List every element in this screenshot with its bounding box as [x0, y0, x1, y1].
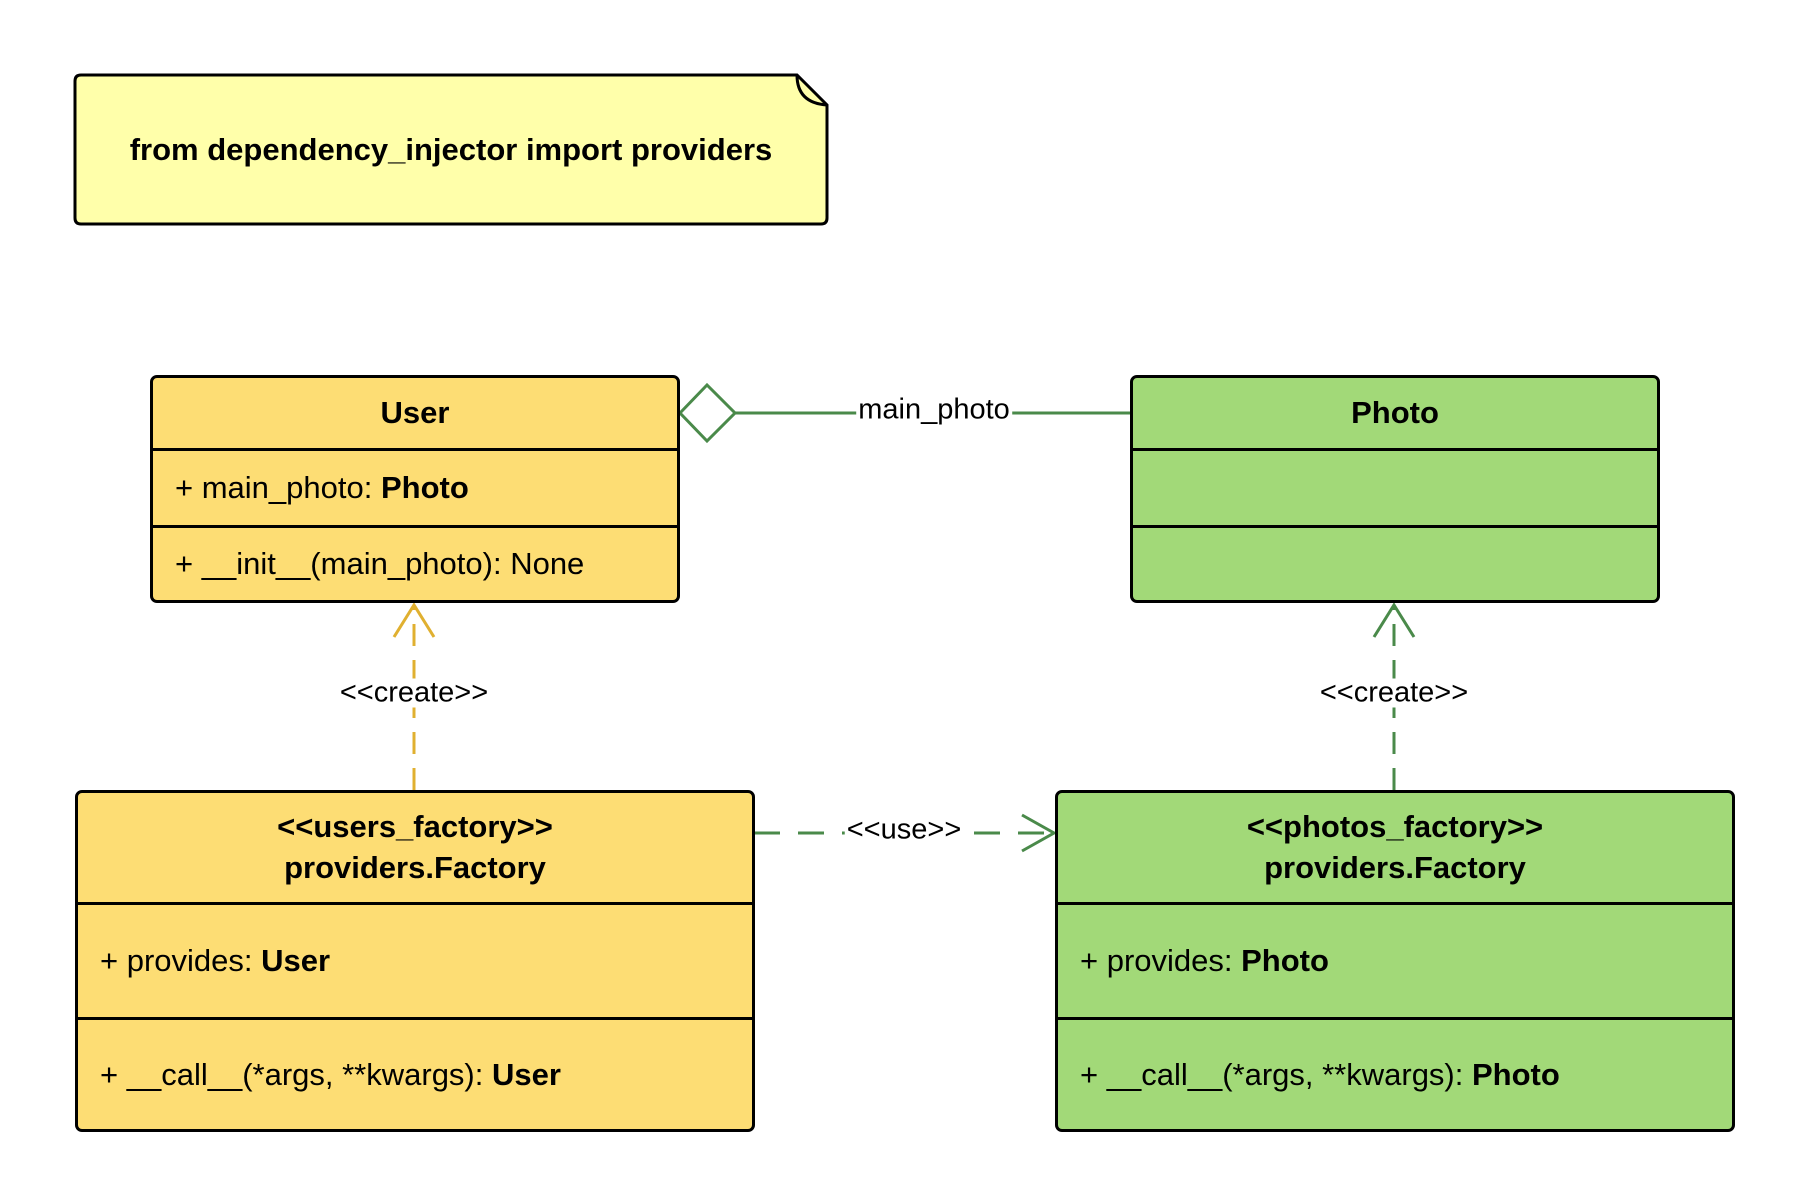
photos-factory-methods: + __call__(*args, **kwargs): Photo [1058, 1020, 1732, 1129]
users-factory-methods: + __call__(*args, **kwargs): User [78, 1020, 752, 1129]
photo-methods [1133, 528, 1657, 600]
user-class-header: User [153, 378, 677, 451]
users-factory-attribute-type: User [261, 943, 331, 978]
aggregation-diamond [677, 382, 738, 444]
photos-factory-title: providers.Factory [1264, 849, 1526, 885]
photos-factory-attributes: + provides: Photo [1058, 905, 1732, 1020]
aggregation-label: main_photo [856, 393, 1012, 426]
photos-factory-header: <<photos_factory>> providers.Factory [1058, 793, 1732, 905]
users-factory-method-type: User [491, 1056, 561, 1092]
users-factory-class: <<users_factory>> providers.Factory + pr… [75, 790, 755, 1132]
user-class-title: User [380, 394, 450, 430]
photo-create-arrowhead [1372, 602, 1416, 638]
users-factory-stereotype: <<users_factory>> [277, 809, 553, 845]
user-attribute-name: + main_photo: [175, 470, 381, 505]
user-attributes: + main_photo: Photo [153, 451, 677, 528]
users-factory-attributes: + provides: User [78, 905, 752, 1020]
photo-attributes [1133, 451, 1657, 528]
photos-factory-attribute-name: + provides: [1080, 943, 1242, 978]
photos-factory-class: <<photos_factory>> providers.Factory + p… [1055, 790, 1735, 1132]
note-shape [73, 73, 829, 226]
photo-class: Photo [1130, 375, 1660, 603]
users-factory-attribute-name: + provides: [100, 943, 262, 978]
photos-factory-method-call: + __call__(*args, **kwargs): [1080, 1056, 1472, 1092]
user-methods: + __init__(main_photo): None [153, 528, 677, 600]
users-factory-title: providers.Factory [284, 849, 546, 885]
photo-class-header: Photo [1133, 378, 1657, 451]
user-attribute-type: Photo [380, 470, 469, 505]
photos-factory-attribute-type: Photo [1241, 943, 1329, 978]
user-class: User + main_photo: Photo + __init__(main… [150, 375, 680, 603]
users-factory-method-call: + __call__(*args, **kwargs): [100, 1056, 492, 1092]
photo-create-label: <<create>> [1317, 676, 1471, 709]
photos-factory-method-type: Photo [1471, 1056, 1560, 1092]
use-label: <<use>> [844, 813, 964, 846]
users-factory-header: <<users_factory>> providers.Factory [78, 793, 752, 905]
user-create-label: <<create>> [337, 676, 491, 709]
user-create-arrowhead [392, 602, 436, 638]
use-arrowhead [1021, 813, 1058, 853]
photos-factory-stereotype: <<photos_factory>> [1246, 809, 1544, 845]
user-method-init: + __init__(main_photo): None [175, 546, 585, 581]
import-note: from dependency_injector import provider… [73, 73, 829, 226]
photo-class-title: Photo [1351, 394, 1439, 430]
note-text: from dependency_injector import provider… [129, 131, 773, 167]
